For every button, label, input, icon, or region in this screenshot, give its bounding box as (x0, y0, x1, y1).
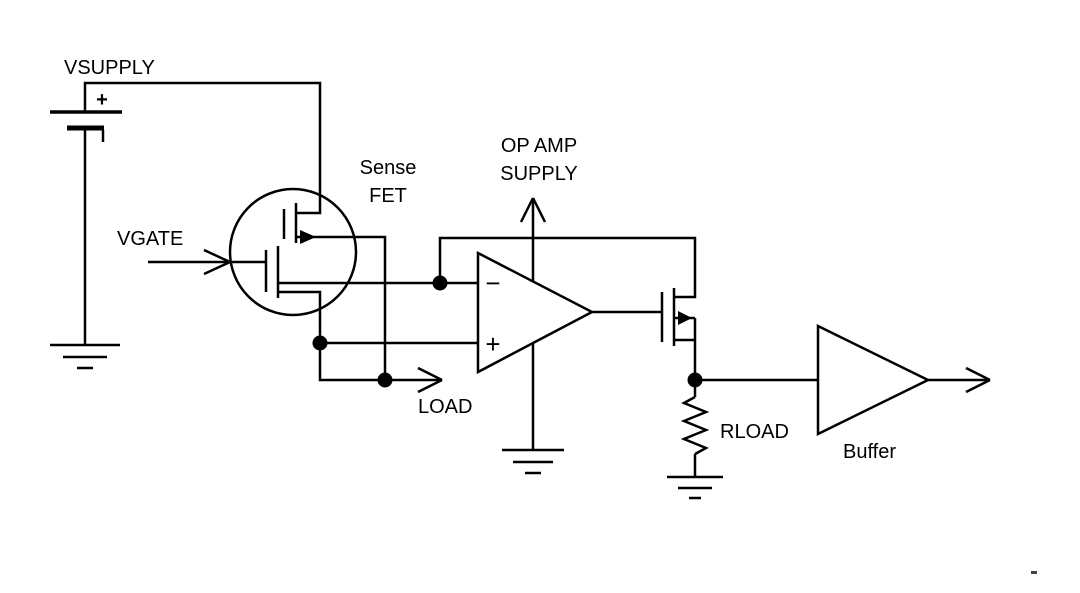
op-amp-minus-sign: − (485, 268, 500, 298)
ground-symbol-rload (667, 475, 723, 500)
wire-feedback-loop (438, 236, 697, 299)
junction-dot (687, 372, 703, 388)
output-arrowhead-icon (965, 366, 991, 394)
opamp-supply-label-line1: OP AMP (501, 135, 577, 157)
vgate-arrowhead-icon (203, 248, 231, 276)
resistor-rload-symbol (680, 380, 710, 477)
sense-fet-label-line2: FET (369, 185, 407, 207)
rload-label: RLOAD (720, 421, 789, 443)
buffer-label: Buffer (843, 441, 896, 463)
wire-final-output (928, 366, 991, 394)
op-amp-symbol: − + (476, 250, 595, 375)
junction-dot (432, 275, 448, 291)
junction-dot (312, 335, 328, 351)
op-amp-plus-sign: + (485, 329, 500, 359)
junction-dots (312, 275, 703, 388)
vsupply-label: VSUPPLY (64, 57, 155, 79)
resistor-zigzag (680, 395, 710, 456)
junction-dot (377, 372, 393, 388)
ground-symbol-battery (50, 343, 120, 370)
text-labels: VSUPPLY VGATE Sense FET OP AMP SUPPLY LO… (64, 57, 896, 463)
ground-symbol-opamp (502, 448, 564, 475)
feedback-mosfet-arrow-icon (678, 311, 692, 325)
wire-source-branch-upper (296, 235, 387, 380)
load-arrowhead-icon (417, 366, 443, 394)
feedback-mosfet-symbol (660, 288, 697, 380)
battery-plus-sign: + (96, 89, 108, 111)
buffer-symbol (816, 323, 931, 437)
buffer-triangle (816, 323, 931, 437)
supply-arrowhead-icon (519, 197, 547, 223)
sense-fet-body-circle (228, 187, 358, 317)
sense-fet-symbol (228, 187, 358, 317)
vgate-label: VGATE (117, 228, 183, 250)
opamp-supply-arrow (519, 197, 547, 281)
wire-supply-rail (83, 81, 322, 215)
vgate-input-arrow (148, 248, 266, 276)
op-amp-triangle (476, 250, 595, 375)
load-label: LOAD (418, 396, 472, 418)
sense-fet-label-line1: Sense (360, 157, 417, 179)
opamp-supply-label-line2: SUPPLY (500, 163, 577, 185)
stray-mark (1031, 571, 1037, 574)
